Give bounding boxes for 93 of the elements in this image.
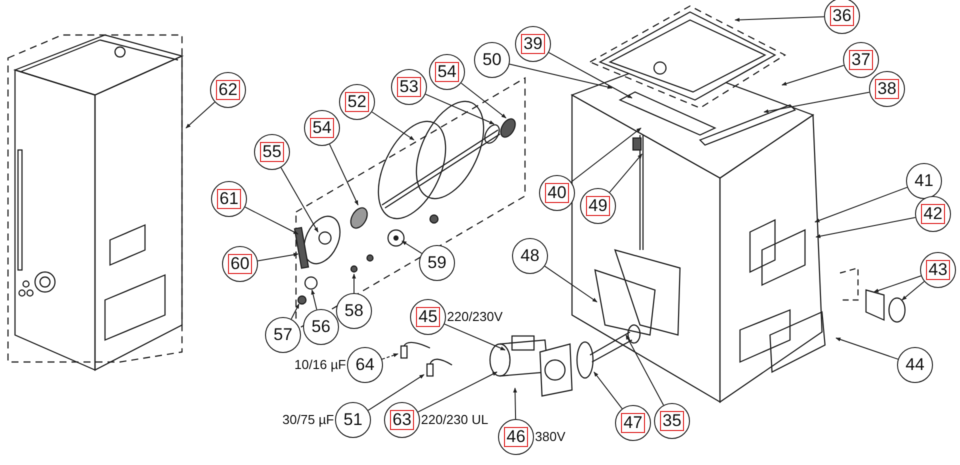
leader-line — [544, 266, 598, 302]
callout-number: 59 — [426, 254, 448, 272]
callout-circle — [824, 0, 860, 34]
callout-circle — [391, 69, 427, 105]
callout-circle — [512, 238, 548, 274]
callout-number: 36 — [830, 6, 854, 26]
callout-circle — [304, 110, 340, 146]
rating-label: 30/75 µF — [282, 412, 334, 427]
callout-number: 53 — [396, 77, 422, 97]
leader-line — [570, 128, 642, 182]
leader-line — [402, 240, 422, 254]
leader-line — [280, 167, 318, 232]
callout-circle — [897, 347, 933, 383]
callout-number: 50 — [482, 51, 502, 69]
callout-circle — [222, 246, 258, 282]
callout-number: 61 — [216, 189, 242, 209]
callout-circle — [920, 252, 956, 288]
rating-label: 220/230V — [447, 309, 503, 324]
callout-number: 60 — [228, 254, 252, 274]
rating-label: 220/230 UL — [421, 412, 488, 427]
callout-circle — [915, 196, 951, 232]
callout-circle — [654, 403, 690, 439]
leader-line — [816, 217, 916, 238]
callout-number: 64 — [354, 356, 376, 374]
callout-number: 57 — [272, 326, 294, 344]
leader-line — [548, 52, 632, 98]
leader-line — [609, 154, 642, 193]
callout-circle — [339, 84, 375, 120]
callout-circle — [210, 72, 246, 108]
leader-line — [352, 274, 356, 294]
leader-line — [836, 338, 898, 360]
leader-line — [372, 112, 414, 140]
callout-circle — [419, 245, 455, 281]
callout-circle — [539, 175, 575, 211]
leader-line — [290, 304, 300, 320]
callout-number: 52 — [344, 92, 370, 112]
leader-line — [244, 206, 298, 234]
callout-circle — [615, 405, 651, 441]
leader-line — [460, 82, 506, 118]
callout-circle — [254, 134, 290, 170]
callout-number: 54 — [434, 62, 460, 82]
callout-circle — [336, 293, 372, 329]
callout-number: 62 — [216, 80, 240, 100]
leader-line — [626, 334, 664, 406]
leader-line — [764, 92, 870, 114]
callout-circle — [303, 309, 339, 345]
leader-line — [874, 275, 922, 292]
callout-number: 42 — [920, 204, 946, 224]
callout-number: 40 — [544, 183, 570, 203]
leader-line — [902, 281, 925, 300]
callout-number: 56 — [310, 318, 332, 336]
callout-circle — [265, 317, 301, 353]
callout-number: 49 — [586, 196, 610, 216]
leader-line — [311, 290, 318, 310]
callout-number: 35 — [660, 411, 684, 431]
callout-circle — [474, 42, 510, 78]
leader-line — [257, 252, 298, 262]
callout-circle — [429, 54, 465, 90]
leader-line — [186, 102, 216, 128]
leader-line — [425, 94, 494, 124]
callout-circle — [869, 71, 905, 107]
callout-number: 38 — [874, 79, 900, 99]
callout-number: 45 — [416, 307, 440, 327]
callout-circle — [211, 181, 247, 217]
callout-circle — [843, 42, 879, 78]
rating-label: 380V — [535, 429, 566, 444]
callout-number: 41 — [914, 172, 934, 190]
leader-line — [509, 64, 612, 89]
rating-label: 10/16 µF — [294, 357, 346, 372]
leader-line — [782, 64, 844, 86]
callout-circle — [515, 26, 551, 62]
callout-number: 37 — [848, 50, 874, 70]
callout-number: 43 — [926, 260, 950, 280]
leader-line — [368, 374, 424, 411]
leader-line — [594, 372, 623, 410]
leader-line — [382, 353, 398, 360]
callout-number: 63 — [390, 410, 414, 430]
callout-number: 47 — [620, 413, 646, 433]
callout-number: 51 — [342, 411, 364, 429]
leader-line — [734, 16, 824, 22]
callout-number: 44 — [904, 356, 926, 374]
callout-circle — [906, 163, 942, 199]
callout-number: 55 — [260, 142, 284, 162]
leader-line — [814, 186, 908, 222]
callout-number: 46 — [504, 427, 528, 447]
callout-number: 58 — [344, 302, 364, 320]
callout-number: 39 — [520, 34, 546, 54]
callout-number: 54 — [310, 118, 334, 138]
leader-line — [329, 144, 358, 206]
leader-line — [513, 388, 518, 420]
callout-number: 48 — [520, 247, 540, 265]
leader-line — [418, 372, 498, 412]
leader-line — [444, 324, 506, 350]
